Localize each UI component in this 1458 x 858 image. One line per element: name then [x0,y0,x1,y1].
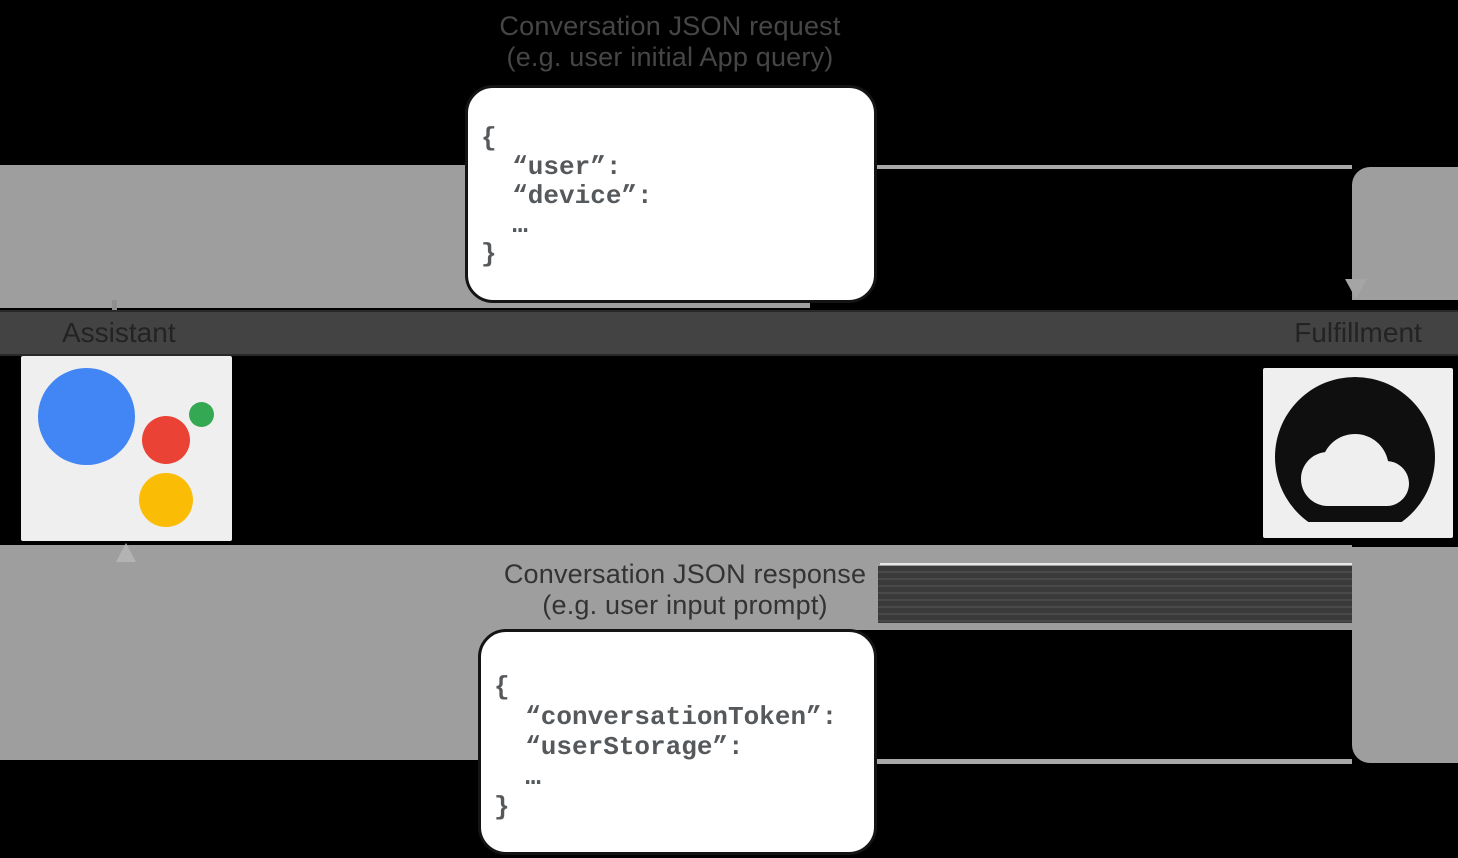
code-line: } [494,792,510,822]
assistant-yellow-circle [139,473,193,527]
cloud-icon-graphic [1275,376,1435,522]
code-line: “user”: [481,152,622,182]
assistant-blue-circle [38,368,135,465]
code-line: “conversationToken”: [494,702,838,732]
request-arrow-column [1352,167,1458,300]
request-arrow-stub [112,300,117,312]
cloud-icon [1263,368,1453,538]
assistant-green-circle [189,402,214,427]
smear-artifact-band [878,566,1352,623]
response-json-code: { “conversationToken”: “userStorage”: … … [481,632,874,822]
code-line: { [481,123,497,153]
response-title: Conversation JSON response (e.g. user in… [0,559,1370,621]
code-line: … [481,210,528,240]
response-arrow-line [810,759,1352,764]
response-arrow-column [1352,547,1458,763]
request-arrow-line [800,165,1352,169]
arrow-up-icon [116,543,136,562]
request-title: Conversation JSON request (e.g. user ini… [0,11,1340,73]
code-line: … [494,762,541,792]
response-json-box: { “conversationToken”: “userStorage”: … … [478,629,877,855]
assistant-label: Assistant [62,317,176,348]
code-line: “userStorage”: [494,732,744,762]
code-line: { [494,672,510,702]
response-title-line1: Conversation JSON response [503,559,867,589]
request-title-line2: (e.g. user initial App query) [506,42,834,72]
assistant-red-circle [142,416,190,464]
smear-artifact-line [880,563,1352,565]
assistant-logo-icon [21,356,232,541]
response-title-line2: (e.g. user input prompt) [542,590,828,620]
request-title-line1: Conversation JSON request [499,11,841,41]
code-line: } [481,239,497,269]
request-json-code: { “user”: “device”: … } [468,88,874,269]
request-json-box: { “user”: “device”: … } [465,85,877,303]
arrow-down-icon [1345,279,1367,299]
code-line: “device”: [481,181,653,211]
label-band: Assistant Fulfillment [0,310,1458,356]
fulfillment-label: Fulfillment [1294,317,1422,348]
